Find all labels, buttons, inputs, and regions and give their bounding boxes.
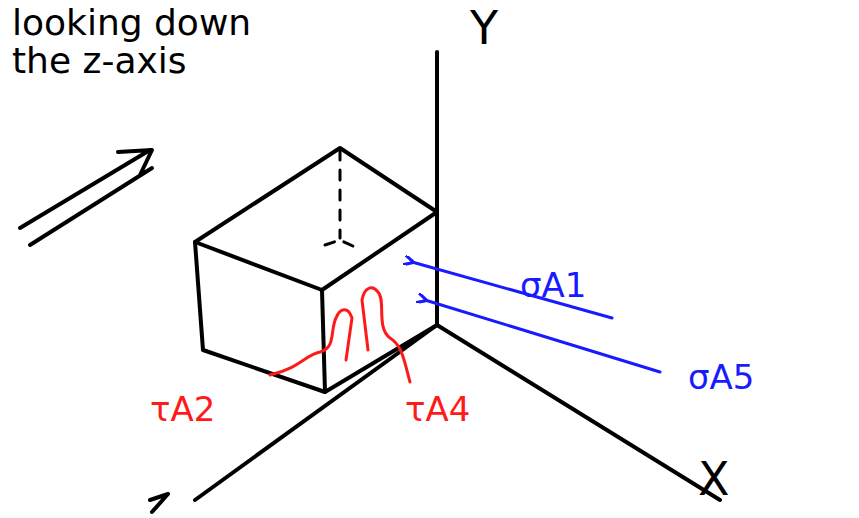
y-axis <box>435 52 439 325</box>
axis-label: Y <box>470 4 498 52</box>
normal-stress-arrow <box>412 262 612 318</box>
stress-label: σA1 <box>520 268 586 304</box>
x-axis <box>437 325 720 500</box>
shear-curl <box>270 310 352 375</box>
stress-label: σA5 <box>688 360 754 396</box>
box-front <box>195 242 325 392</box>
hidden-edges <box>325 150 355 247</box>
box-bottom <box>325 325 437 392</box>
normal-stress-arrow <box>425 300 660 372</box>
view-arrow <box>20 150 152 245</box>
z-axis-tick <box>150 494 168 512</box>
stress-label: τA4 <box>405 392 470 428</box>
box-top <box>195 148 437 290</box>
stress-label: τA2 <box>150 392 215 428</box>
shear-curl <box>362 288 410 382</box>
view-note: looking down the z-axis <box>12 4 272 80</box>
axis-label: X <box>698 455 730 503</box>
